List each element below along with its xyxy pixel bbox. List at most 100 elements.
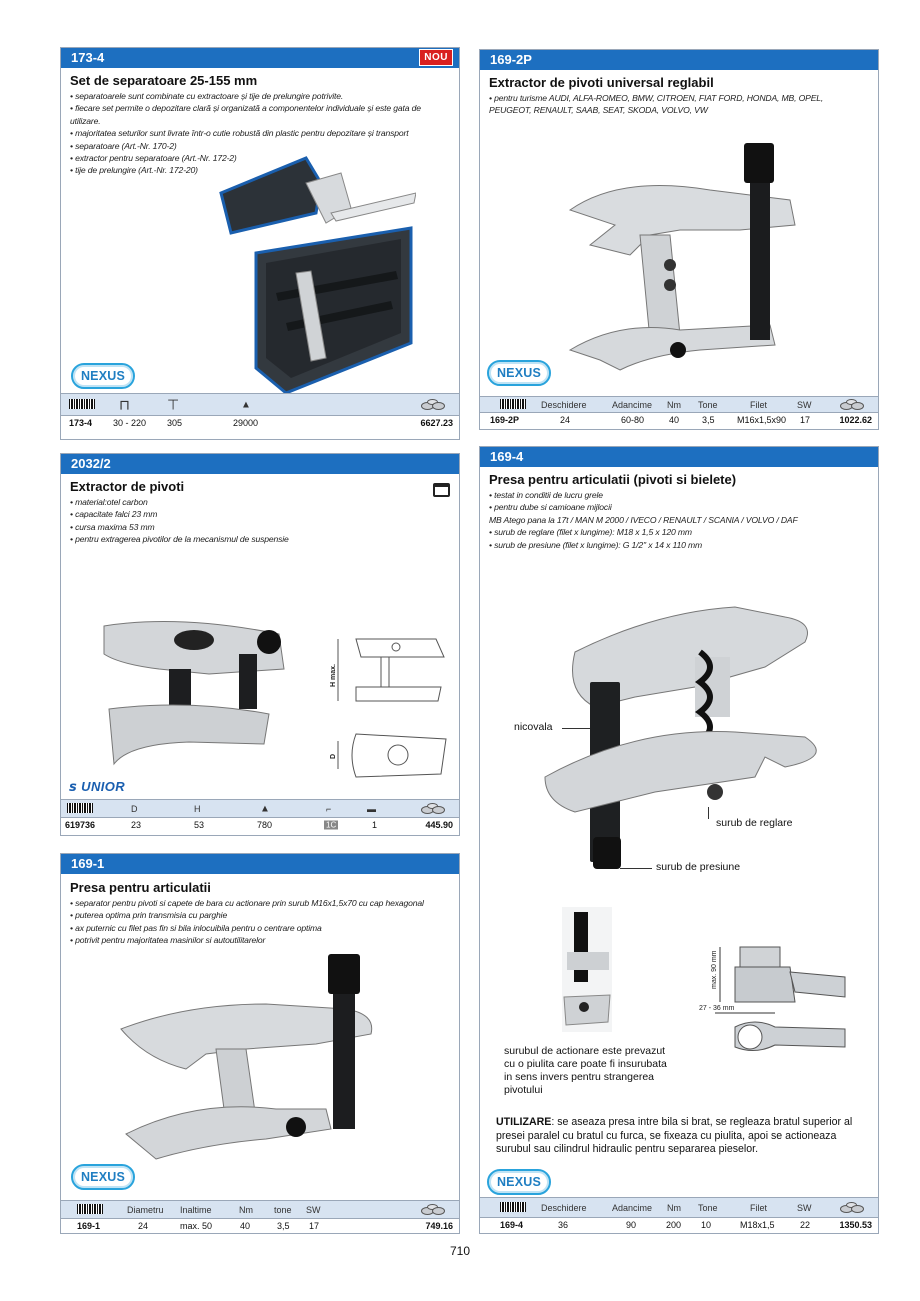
column-header: Adancime: [612, 399, 653, 410]
column-header: tone: [274, 1204, 292, 1215]
usage-text: : se aseaza presa intre bila si brat, se…: [496, 1116, 853, 1155]
feature-item: fiecare set permite o depozitare clară ș…: [70, 102, 451, 114]
product-title: Extractor de pivoti: [70, 479, 185, 494]
spec-row: 169-2P 24 60-80 40 3,5 M16x1,5x90 17 102…: [480, 412, 878, 426]
feature-item: MB Atego pana la 17t / MAN M 2000 / IVEC…: [489, 514, 798, 525]
feature-item: surub de reglare (filet x lungime): M18 …: [489, 526, 870, 538]
spec-value: M16x1,5x90: [737, 414, 787, 425]
price: 1350.53: [839, 1220, 872, 1230]
product-card-169-4: 169-4 Presa pentru articulatii (pivoti s…: [479, 446, 879, 1234]
spec-value: max. 50: [180, 1220, 213, 1231]
quantity-icon: ▬: [367, 803, 376, 814]
actuation-note: surubul de actionare este prevazut cu o …: [504, 1045, 667, 1096]
product-card-173-4: 173-4 NOU Set de separatoare 25-155 mm s…: [60, 47, 460, 440]
price: 749.16: [425, 1220, 453, 1231]
unior-logo-icon: ꜱ: [69, 779, 78, 794]
product-code: 169-2P: [490, 52, 532, 67]
nexus-logo: NEXUS: [487, 360, 551, 386]
spec-table: ⊓ ⊤ ▲ 173-4 30 - 220 305 29000 6627.23: [61, 393, 459, 429]
nexus-logo: NEXUS: [71, 1164, 135, 1190]
callout-line: [708, 807, 709, 819]
barcode-icon: [67, 802, 93, 813]
product-card-169-1: 169-1 Presa pentru articulatii separator…: [60, 853, 460, 1234]
article-code: 169-4: [500, 1220, 524, 1230]
spec-value: 305: [167, 417, 183, 428]
nexus-logo: NEXUS: [71, 363, 135, 389]
barcode-icon: [500, 398, 526, 409]
spec-value: M18x1,5: [740, 1220, 775, 1230]
spec-value: 23: [131, 819, 142, 830]
column-header: Tone: [698, 399, 718, 410]
column-header: Deschidere: [541, 399, 587, 410]
dimension-drawing: H max. D: [330, 638, 447, 778]
spec-row: 169-1 24 max. 50 40 3,5 17 749.16: [61, 1218, 459, 1232]
spec-table: Deschidere Adancime Nm Tone Filet SW 169…: [480, 1197, 878, 1232]
detail-photo: [562, 907, 612, 1032]
spec-value: 3,5: [702, 414, 715, 425]
dimension-max90: max. 90 mm: [711, 950, 718, 989]
ball-joint-extractor-image: [568, 143, 796, 371]
column-header: SW: [797, 1202, 812, 1213]
spec-row: 619736 23 53 780 1C 1 445.90: [61, 817, 459, 831]
spec-value: 1: [372, 819, 378, 830]
product-title: Extractor de pivoti universal reglabil: [489, 75, 714, 90]
spec-table: D H ▲ ⌐ ▬ 619736 23 53 780 1C 1 445.90: [61, 799, 459, 831]
feature-item: pentru dube si camioane mijlocii: [489, 501, 870, 513]
feature-item: PEUGEOT, RENAULT, SAAB, SEAT, SKODA, VOL…: [489, 105, 708, 116]
joint-press-image: [544, 606, 817, 869]
spec-value: 3,5: [277, 1220, 290, 1231]
spec-value: 22: [800, 1220, 811, 1230]
feature-item: puterea optima prin transmisia cu parghi…: [70, 909, 451, 921]
article-code: 169-1: [77, 1220, 101, 1231]
jaw-opening-icon: ⊓: [119, 396, 130, 412]
column-header: Tone: [698, 1202, 718, 1213]
spec-value: 24: [138, 1220, 149, 1231]
product-code: 173-4: [71, 50, 105, 65]
spec-value: 53: [194, 819, 205, 830]
section-drawing: max. 90 mm 27 - 36 mm: [699, 946, 846, 1051]
spec-header: ⊓ ⊤ ▲: [61, 393, 459, 415]
product-title: Presa pentru articulatii: [70, 880, 211, 895]
column-header: Adancime: [612, 1202, 653, 1213]
card-header: 169-1: [61, 854, 459, 874]
spec-value: 24: [560, 414, 571, 425]
product-card-2032-2: 2032/2 Extractor de pivoti material:otel…: [60, 453, 460, 836]
callout-adjust-screw: surub de reglare: [716, 817, 793, 829]
article-code: 169-2P: [490, 414, 520, 425]
column-header: Diametru: [127, 1204, 164, 1215]
card-header: 169-4: [480, 447, 878, 467]
callout-line: [562, 728, 590, 729]
spec-header: Deschidere Adancime Nm Tone Filet SW: [480, 396, 878, 412]
price: 1022.62: [839, 414, 872, 425]
product-code: 169-1: [71, 856, 105, 871]
feature-item: surub de presiune (filet x lungime): G 1…: [489, 539, 870, 551]
callout-pressure-screw: surub de presiune: [656, 861, 741, 873]
feature-item: ax puternic cu filet pas fin si bila inl…: [70, 922, 451, 934]
column-header: SW: [306, 1204, 321, 1215]
spec-value: 780: [257, 819, 273, 830]
unior-logo: ꜱ UNIOR: [69, 779, 125, 795]
page-number: 710: [449, 1244, 471, 1258]
weight-icon: ▲: [260, 803, 270, 814]
column-header: H: [194, 803, 201, 814]
feature-item: capacitate falci 23 mm: [70, 508, 451, 520]
spec-header: D H ▲ ⌐ ▬: [61, 799, 459, 817]
spec-header: Deschidere Adancime Nm Tone Filet SW: [480, 1197, 878, 1217]
column-header: D: [131, 803, 138, 814]
feature-item: majoritatea seturilor sunt livrate într-…: [70, 127, 451, 139]
product-code: 2032/2: [71, 456, 111, 471]
video-icon[interactable]: [433, 483, 450, 497]
joint-press-169-1-image: [120, 954, 373, 1160]
feature-item: separatoarele sunt combinate cu extracto…: [70, 90, 451, 102]
dimension-label-d: D: [330, 754, 337, 759]
spec-value: 10: [701, 1220, 712, 1230]
column-header: Inaltime: [180, 1204, 212, 1215]
spec-value: 30 - 220: [113, 417, 147, 428]
article-code: 173-4: [69, 417, 93, 428]
column-header: Filet: [750, 399, 768, 410]
column-header: SW: [797, 399, 812, 410]
spec-value: 200: [666, 1220, 682, 1230]
callout-anvil: nicovala: [514, 721, 553, 733]
feature-item: tije de prelungire (Art.-Nr. 172-20): [70, 164, 451, 176]
product-title: Set de separatoare 25-155 mm: [70, 73, 258, 88]
